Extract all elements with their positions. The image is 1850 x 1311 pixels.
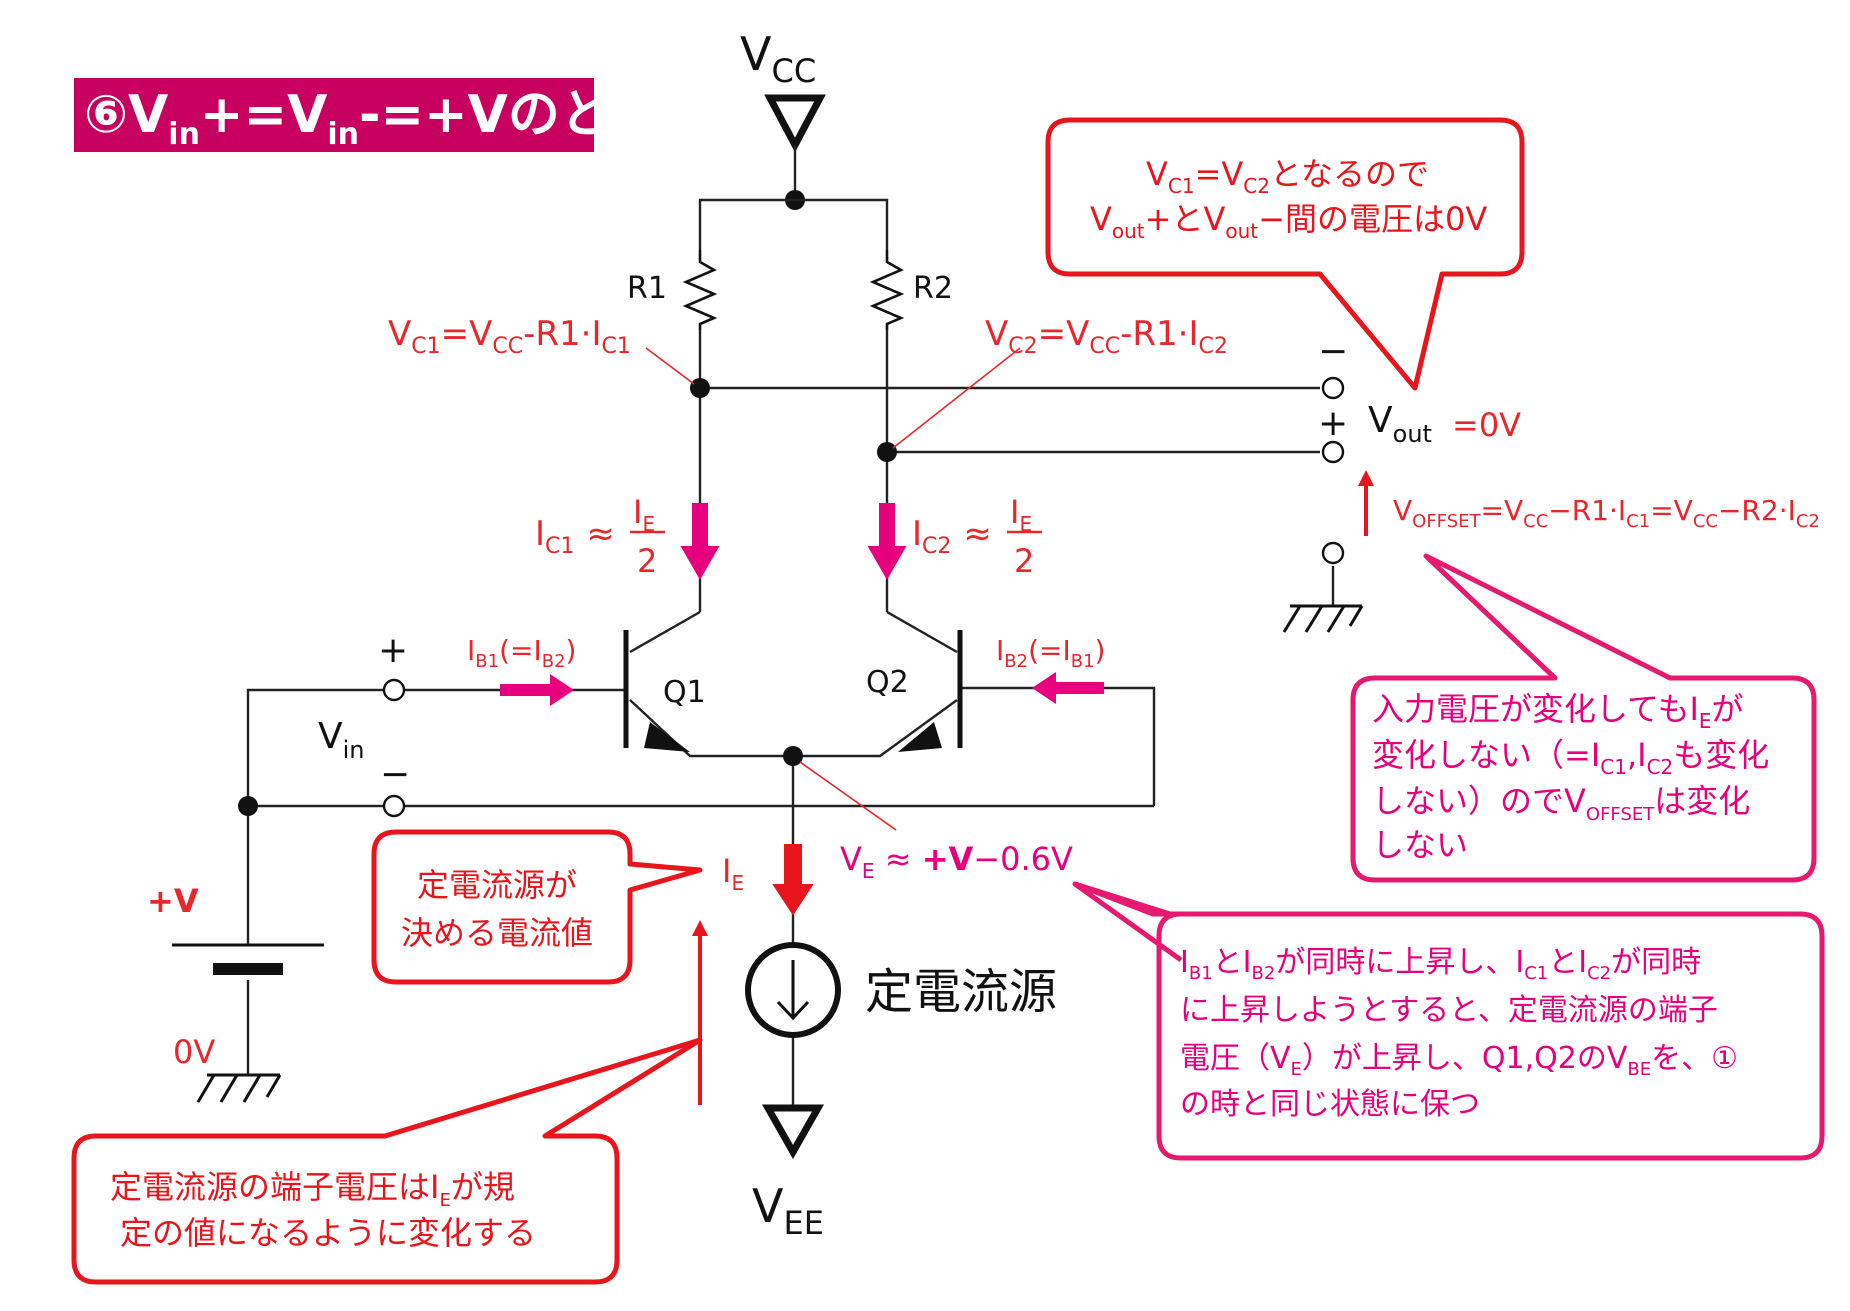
r2-label: R2 xyxy=(913,271,953,306)
callout-ccs-voltage-line1: 定電流源の端子電圧はIEが規 xyxy=(110,1168,515,1211)
vout-minus-terminal xyxy=(1321,376,1345,400)
ie-label: IE xyxy=(722,852,744,895)
vcc-terminal: VCC xyxy=(740,27,826,210)
vcc-triangle-icon xyxy=(764,94,826,153)
svg-text:IE: IE xyxy=(1010,493,1032,536)
callout-ccs-value xyxy=(371,829,703,985)
callout-vc-equal-line2: Vout+とVout−間の電圧は0V xyxy=(1090,200,1487,243)
callout-ccs-voltage xyxy=(71,1037,703,1285)
vc1-node xyxy=(690,378,710,398)
battery-node xyxy=(238,796,258,816)
vout-plus-sign: + xyxy=(1318,403,1348,444)
vout-value: =0V xyxy=(1452,406,1521,444)
vee-terminal: VEE xyxy=(752,1104,825,1242)
svg-text:IC1≈: IC1≈ xyxy=(535,514,615,559)
vout-plus-terminal xyxy=(1321,440,1345,464)
q1-label: Q1 xyxy=(663,675,706,710)
svg-text:2: 2 xyxy=(637,542,657,580)
vin-plus-terminal xyxy=(382,678,406,702)
resistor-r2-icon xyxy=(869,250,905,330)
callout-ccs-value-line1: 定電流源が xyxy=(417,866,577,904)
r1-label: R1 xyxy=(627,271,667,306)
vee-triangle-icon xyxy=(761,1104,825,1160)
callout-ve-rise-line4: の時と同じ状態に保つ xyxy=(1180,1087,1480,1122)
zero-volt-label: 0V xyxy=(173,1033,215,1071)
resistor-r1-icon xyxy=(682,250,718,330)
battery-ground-icon xyxy=(196,1073,282,1103)
vc1-formula: VC1=VCC-R1·IC1 xyxy=(388,314,631,359)
callout-voffset-line1: 入力電圧が変化してもIEが xyxy=(1372,690,1744,733)
ib1-arrow-icon xyxy=(500,674,574,706)
ic1-arrow-icon xyxy=(680,503,720,581)
ic2-arrow-icon xyxy=(867,503,907,581)
ib2-arrow-icon xyxy=(1032,672,1104,704)
ic2-formula: IC2≈ IE 2 xyxy=(912,493,1042,580)
ccs-label: 定電流源 xyxy=(865,964,1057,1020)
callout-ve-rise-line2: に上昇しようとすると、定電流源の端子 xyxy=(1180,993,1718,1028)
q1-emitter-arrow-icon xyxy=(644,722,690,752)
transistor-q2: Q2 xyxy=(866,630,963,752)
callout-vc-equal-line1: VC1=VC2となるので xyxy=(1146,155,1429,198)
battery-icon xyxy=(172,943,324,975)
emitter-node xyxy=(783,746,803,766)
vout-label: Vout xyxy=(1368,400,1432,448)
ve-label: VE ≈ +V−0.6V xyxy=(840,840,1073,883)
vee-label: VEE xyxy=(752,1179,824,1242)
callout-ve-rise-line3: 電圧（VE）が上昇し、Q1,Q2のVBEを、① xyxy=(1180,1041,1738,1080)
callout-voffset-line2: 変化しない（=IC1,IC2も変化 xyxy=(1372,736,1769,779)
svg-text:2: 2 xyxy=(1014,542,1034,580)
vcc-label: VCC xyxy=(740,27,816,90)
ie-arrow-icon xyxy=(772,844,814,916)
ic1-formula: IC1≈ IE 2 xyxy=(535,493,665,580)
battery-label: +V xyxy=(147,882,199,920)
vin-plus-sign: + xyxy=(378,630,408,671)
voffset-formula: VOFFSET=VCC−R1·IC1=VCC−R2·IC2 xyxy=(1393,494,1820,532)
callout-voffset-line4: しない xyxy=(1372,826,1468,864)
transistor-q1: Q1 xyxy=(623,630,706,752)
current-source-icon xyxy=(745,942,841,1038)
callout-ccs-value-line2: 決める電流値 xyxy=(401,914,593,952)
callout-ccs-voltage-line2: 定の値になるように変化する xyxy=(120,1214,536,1252)
ib2-label: IB2(=IB1) xyxy=(996,634,1105,672)
vc1-leader xyxy=(645,347,695,385)
callout-vc-equal xyxy=(1045,117,1525,391)
vout-minus-sign: − xyxy=(1318,331,1348,372)
vc2-node xyxy=(877,442,897,462)
vin-minus-terminal xyxy=(382,794,406,818)
callout-voffset-line3: しない）のでVOFFSETは変化 xyxy=(1372,782,1750,825)
q2-label: Q2 xyxy=(866,665,909,700)
vc2-formula: VC2=VCC-R1·IC2 xyxy=(985,314,1228,359)
ground-terminal xyxy=(1321,541,1345,565)
title-banner: ⑥Vin+=Vin-=+Vのとき xyxy=(74,78,664,152)
ve-leader xyxy=(799,761,897,831)
ib1-label: IB1(=IB2) xyxy=(467,634,576,672)
callout-ve-rise xyxy=(1072,881,1825,1161)
callout-ve-rise-line1: IB1とIB2が同時に上昇し、IC1とIC2が同時 xyxy=(1180,945,1701,984)
callout-voffset xyxy=(1350,553,1817,883)
q2-emitter-arrow-icon xyxy=(898,722,942,752)
vc2-leader xyxy=(892,347,1021,449)
output-ground-icon xyxy=(1282,604,1364,633)
vin-minus-sign: − xyxy=(380,754,410,795)
title-text: ⑥Vin+=Vin-=+Vのとき xyxy=(84,85,664,152)
svg-text:IE: IE xyxy=(633,493,655,536)
svg-text:IC2≈: IC2≈ xyxy=(912,514,992,559)
callout-ve-rise-tail xyxy=(1073,881,1183,963)
vin-label: Vin xyxy=(318,716,365,764)
